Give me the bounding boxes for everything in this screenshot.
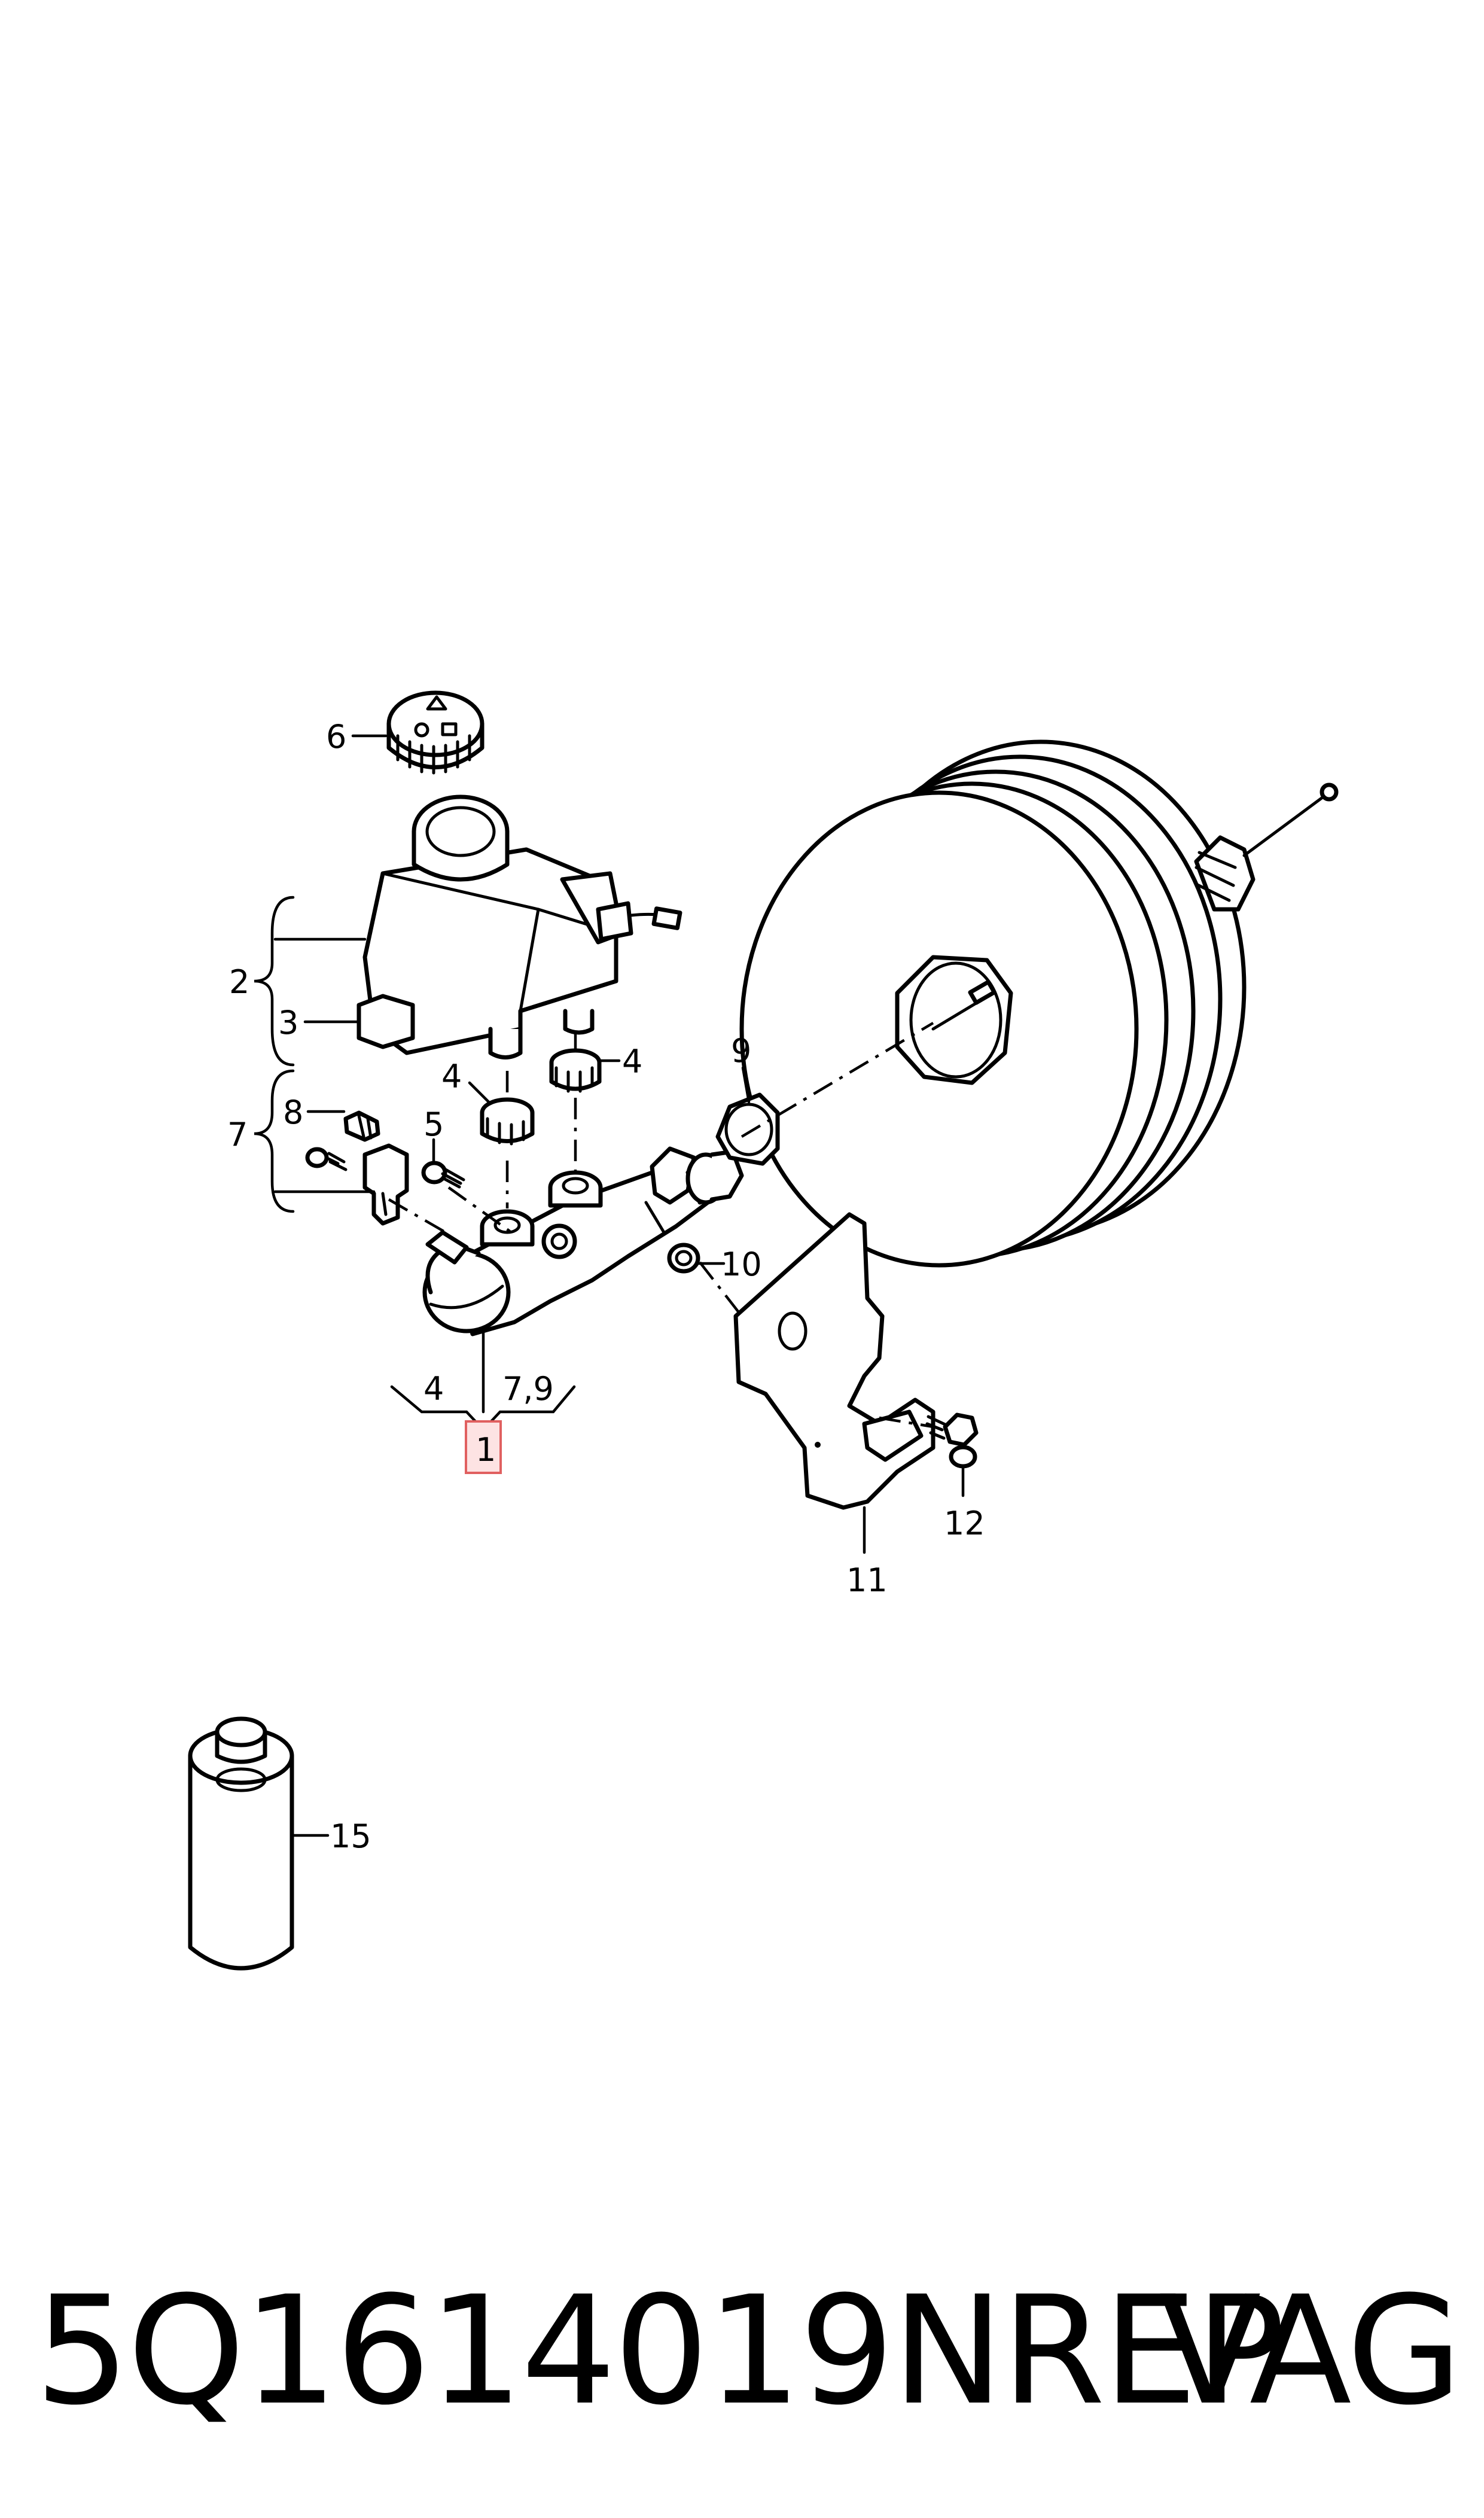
pressure-sensor — [362, 1143, 409, 1226]
screw-5 — [421, 1161, 465, 1189]
brake-master-cylinder — [422, 1146, 744, 1336]
callout-4-right[interactable]: 4 — [622, 1043, 642, 1080]
reservoir-cap — [386, 690, 484, 775]
brake-fluid-bottle — [188, 1716, 294, 1971]
bolt-12 — [925, 1412, 979, 1469]
screw-left — [305, 1147, 348, 1171]
callout-5[interactable]: 5 — [423, 1106, 444, 1143]
callout-9[interactable]: 9 — [731, 1032, 751, 1070]
callout-4-sub[interactable]: 4 — [423, 1370, 444, 1408]
gasket-ring — [715, 1092, 780, 1166]
nut-10 — [667, 1243, 700, 1274]
seal-grommet-left — [480, 1097, 535, 1146]
callout-11[interactable]: 11 — [846, 1561, 888, 1599]
callout-3[interactable]: 3 — [278, 1004, 298, 1042]
brand-name: VAG — [1159, 2264, 1462, 2438]
callout-1-highlight — [465, 1420, 502, 1474]
brake-fluid-reservoir — [356, 794, 682, 1059]
heat-shield-bracket — [733, 1212, 936, 1510]
leader-lines — [254, 734, 965, 1837]
callout-8[interactable]: 8 — [283, 1094, 303, 1131]
callout-10[interactable]: 10 — [721, 1246, 762, 1283]
callout-2[interactable]: 2 — [229, 963, 249, 1001]
part-number: 5Q1614019NREP — [35, 2264, 1285, 2438]
callout-6[interactable]: 6 — [326, 718, 346, 756]
seal-grommet-right — [549, 1048, 602, 1093]
callout-7[interactable]: 7 — [227, 1116, 248, 1153]
callouts: 1 2 3 4 4 4 5 6 7 7,9 8 9 10 11 12 15 — [227, 718, 985, 1855]
callout-7-9-sub[interactable]: 7,9 — [502, 1370, 554, 1408]
callout-1[interactable]: 1 — [476, 1431, 496, 1469]
assembly-lines — [388, 1022, 934, 1429]
sensor-plug — [343, 1110, 380, 1142]
callout-4-left[interactable]: 4 — [441, 1058, 462, 1095]
callout-15[interactable]: 15 — [330, 1817, 371, 1855]
brake-booster — [739, 739, 1339, 1268]
callout-12[interactable]: 12 — [944, 1505, 985, 1542]
footer: 5Q1614019NREP VAG — [0, 2261, 1484, 2441]
